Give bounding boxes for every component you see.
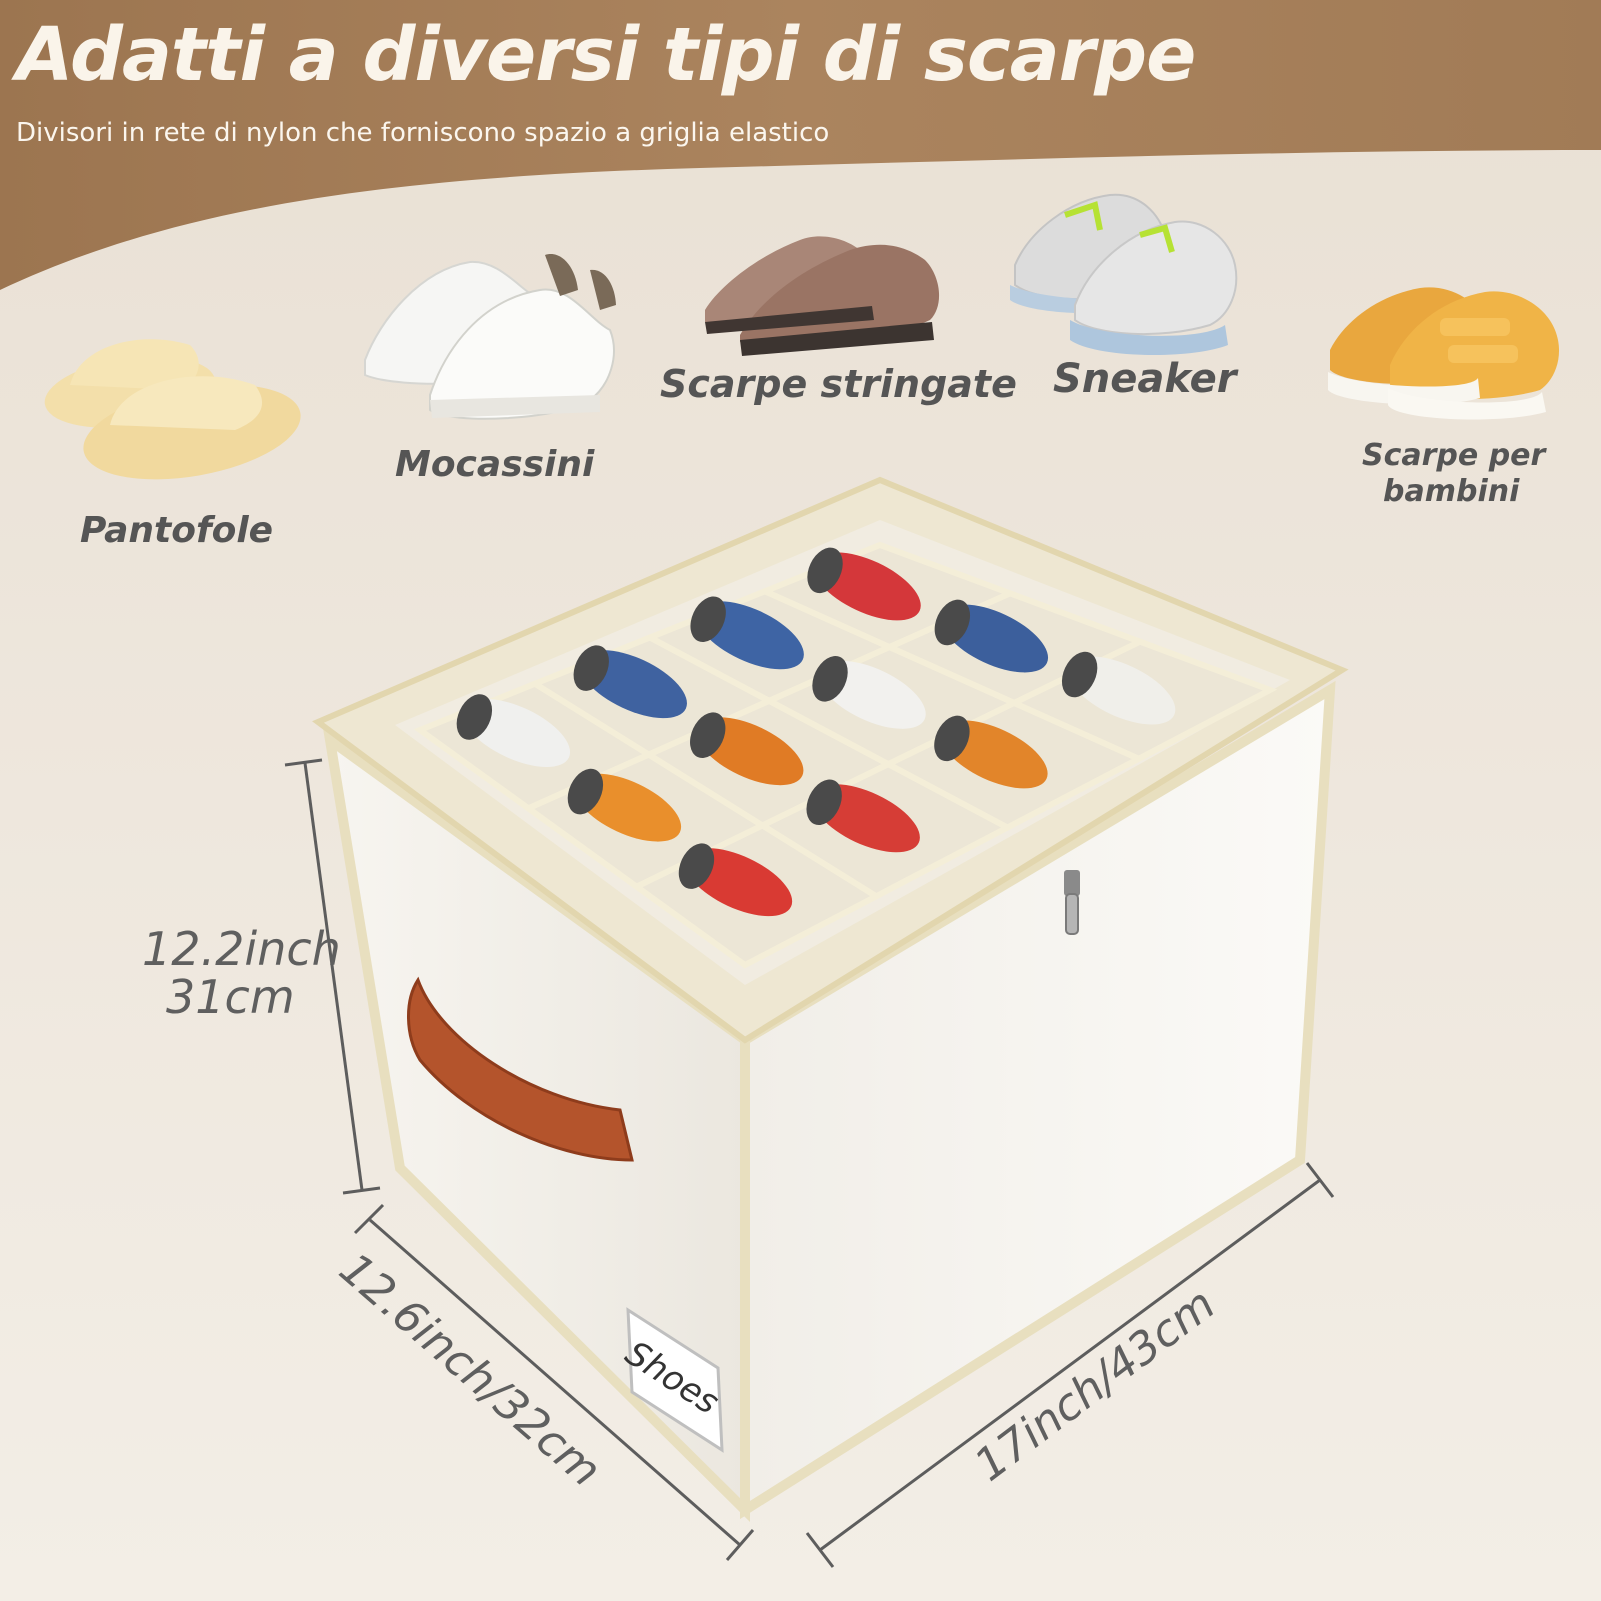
rolled-shoe-end	[807, 547, 843, 594]
rolled-shoe-end	[934, 715, 970, 762]
rolled-shoe-end	[690, 596, 726, 643]
shoe-label-sneaker: Sneaker	[1053, 356, 1237, 402]
shoe-label-kids-line1: Scarpe per	[1362, 438, 1546, 473]
box-front-face	[740, 680, 1336, 1520]
rolled-shoe-end	[456, 694, 493, 740]
shoe-label-scarpe-stringate: Scarpe stringate	[660, 362, 1017, 406]
white-sneaker-icon	[364, 254, 616, 420]
header-band	[0, 0, 1601, 290]
height-cm-label: 31cm	[166, 970, 295, 1024]
rolled-shoe-end	[1061, 651, 1098, 698]
zipper-pull-icon[interactable]	[1064, 870, 1080, 935]
rolled-shoe-end	[678, 843, 715, 889]
height-dimension-line	[284, 758, 381, 1195]
height-inch-label: 12.2inch	[142, 922, 341, 976]
box-handle[interactable]	[407, 976, 634, 1162]
page-title: Adatti a diversi tipi di scarpe	[16, 12, 1196, 98]
shoe-compartments	[413, 541, 1278, 969]
shoes-tag	[626, 1307, 724, 1453]
shoe-label-mocassini: Mocassini	[395, 444, 595, 485]
width-dimension-line	[805, 1162, 1335, 1568]
rolled-shoe-end	[573, 645, 609, 691]
leather-shoe-icon	[705, 236, 940, 356]
rolled-shoe-end	[934, 599, 971, 646]
rolled-shoe-end	[567, 768, 604, 815]
shoe-label-pantofole: Pantofole	[80, 510, 274, 551]
shoe-label-kids-line2: bambini	[1383, 474, 1520, 509]
page-subtitle: Divisori in rete di nylon che forniscono…	[16, 118, 830, 148]
rolled-shoe-end	[806, 779, 842, 826]
rolled-shoe-end	[690, 712, 726, 758]
slipper-icon	[44, 339, 301, 480]
kids-shoe-icon	[1328, 287, 1560, 420]
running-shoe-icon	[1010, 193, 1238, 356]
depth-dimension-line	[353, 1203, 755, 1561]
rolled-shoe-end	[812, 656, 848, 702]
